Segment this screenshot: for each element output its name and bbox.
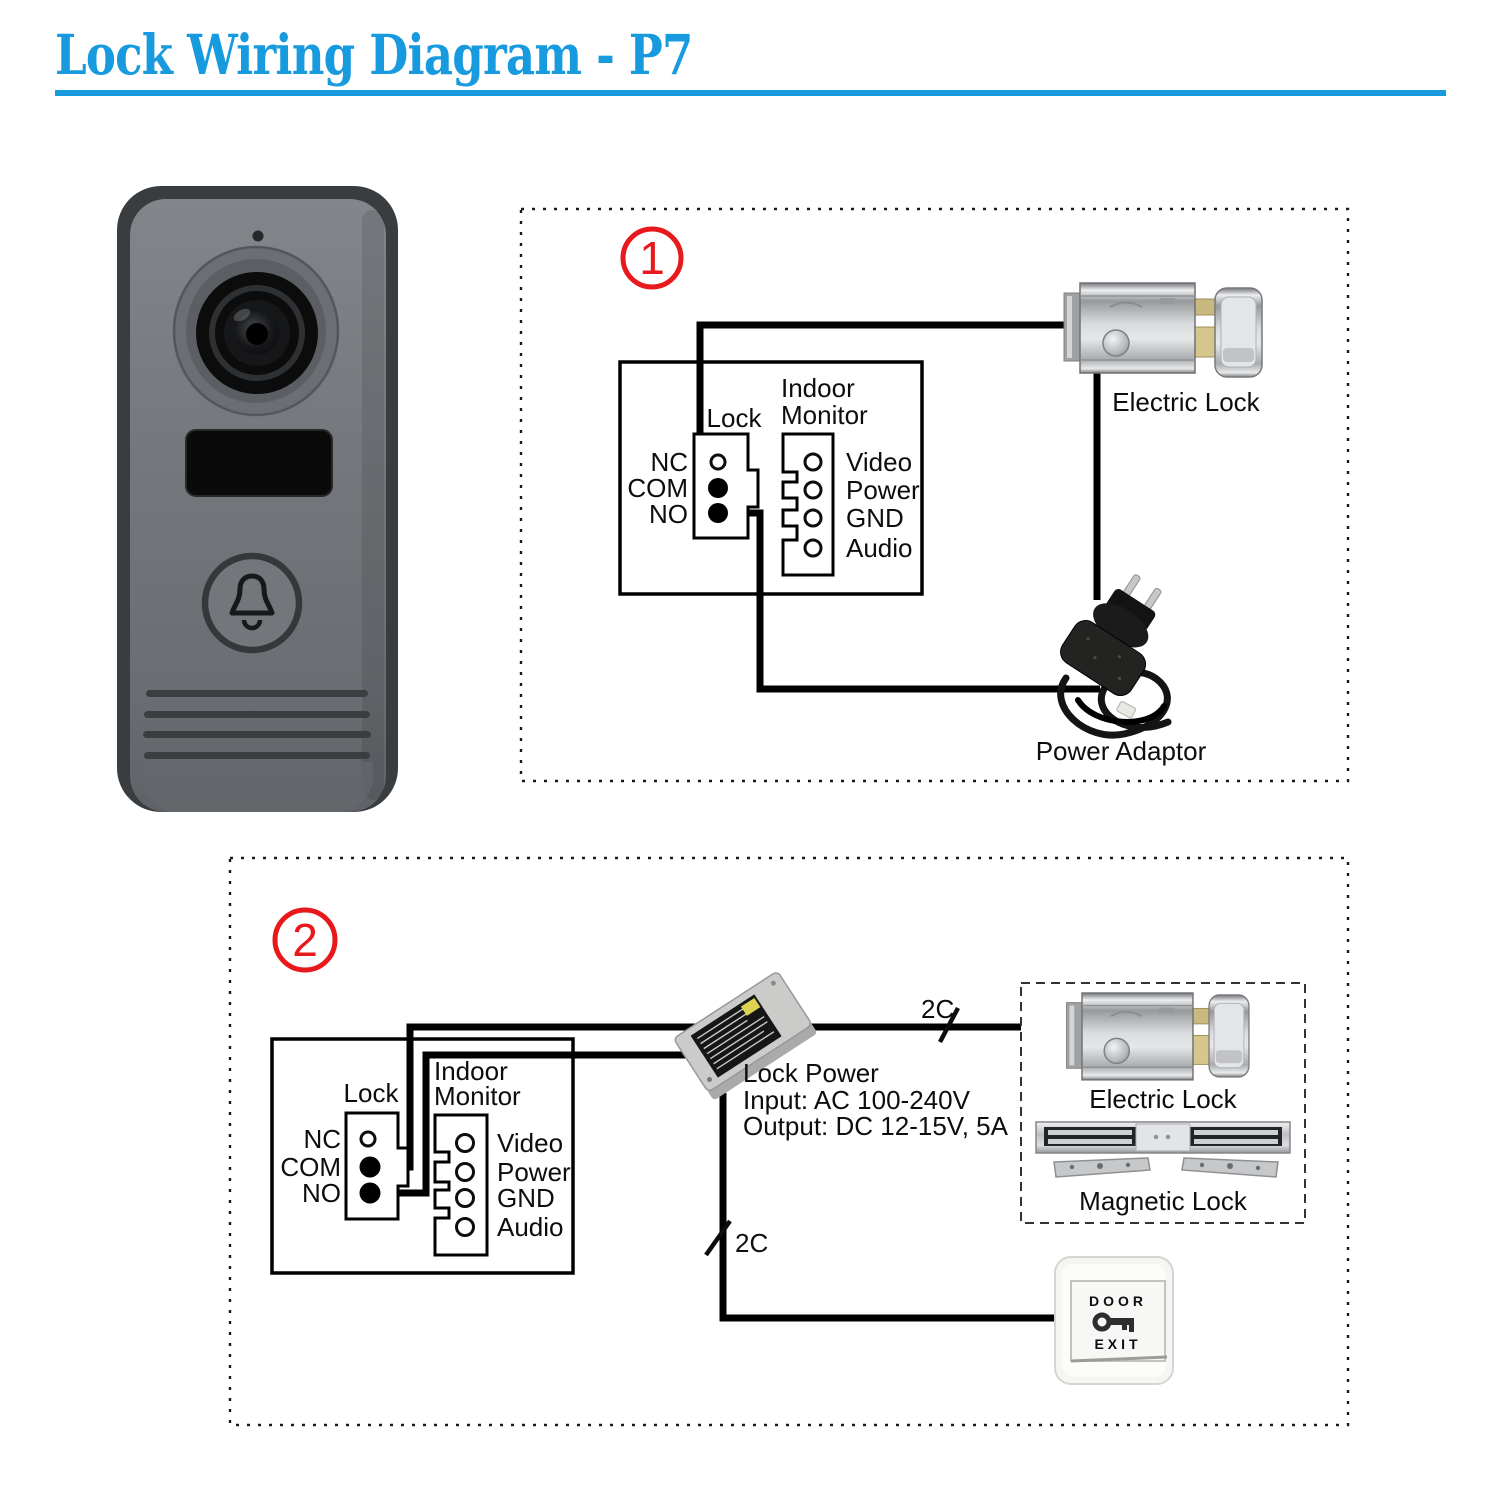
diagram1-monitor-box: [618, 360, 924, 596]
microphone-hole: [252, 230, 264, 242]
electric-lock-image-2: [1065, 992, 1250, 1081]
speaker-grille: [143, 690, 371, 759]
diagram1-dashed-border: [519, 207, 1350, 783]
title-underline: [55, 90, 1446, 96]
diagram1-number-badge: [620, 226, 684, 290]
pin-label-nc: NC: [650, 447, 688, 477]
magnetic-lock-image: [1035, 1121, 1291, 1178]
pin-video-2: [455, 1133, 475, 1153]
wire-slash-top: [938, 1006, 960, 1044]
diagram2-dashed-border: [228, 856, 1350, 1427]
ir-window: [185, 429, 333, 497]
diagram2-number: 2: [292, 914, 318, 966]
pin-label-com: COM: [627, 473, 688, 503]
electric-lock-label: Electric Lock: [1112, 387, 1260, 417]
pin-audio-2: [455, 1217, 475, 1237]
diagram2-number-badge: [272, 907, 338, 973]
diagram1-number: 1: [639, 232, 665, 284]
door-exit-label-door: DOOR: [1089, 1293, 1147, 1309]
indoor-monitor-label2-2: Monitor: [434, 1081, 521, 1111]
pin-no: [708, 503, 728, 523]
pin-label-video-2: Video: [497, 1128, 563, 1158]
camera-lens: [172, 245, 340, 417]
pin-gnd: [803, 508, 823, 528]
monitor-connector: [781, 432, 835, 577]
pin-nc-2: [359, 1130, 377, 1148]
diagram2-monitor-box: [270, 1037, 575, 1275]
indoor-monitor-label-2: Monitor: [781, 400, 868, 430]
wire-lockpower-to-exit: [719, 1093, 1056, 1322]
pin-no-2: [359, 1182, 381, 1204]
wire-slash-bottom: [704, 1219, 732, 1257]
power-adaptor-image: [1057, 574, 1172, 739]
key-icon: [1092, 1312, 1134, 1332]
pin-label-no: NO: [649, 499, 688, 529]
diagram-2: 2 2C 2C Lock Indoor Monitor NC COM NO: [228, 856, 1350, 1427]
pin-video: [803, 452, 823, 472]
pin-com-2: [359, 1156, 381, 1178]
pin-gnd-2: [455, 1188, 475, 1208]
pin-label-gnd-2: GND: [497, 1183, 555, 1213]
pin-audio: [803, 538, 823, 558]
lock-connector-label-2: Lock: [344, 1078, 400, 1108]
lock-power-label-2: Input: AC 100-240V: [743, 1085, 971, 1115]
lock-connector-label: Lock: [707, 403, 763, 433]
electric-lock-image: [1063, 282, 1263, 378]
lock-power-label-1: Lock Power: [743, 1058, 879, 1088]
pin-label-gnd: GND: [846, 503, 904, 533]
pin-label-audio-2: Audio: [497, 1212, 564, 1242]
bell-button: [201, 552, 303, 654]
lock-power-psu-image: [674, 972, 817, 1100]
door-exit-label-exit: EXIT: [1094, 1336, 1141, 1352]
indoor-monitor-label-1: Indoor: [781, 373, 855, 403]
lock-power-label-3: Output: DC 12-15V, 5A: [743, 1111, 1009, 1141]
pin-label-video: Video: [846, 447, 912, 477]
pin-label-no-2: NO: [302, 1178, 341, 1208]
magnetic-lock-label: Magnetic Lock: [1079, 1186, 1248, 1216]
monitor-connector-2: [433, 1113, 489, 1257]
pin-nc: [709, 453, 727, 471]
pin-power: [803, 480, 823, 500]
page-title: Lock Wiring Diagram - P7: [55, 22, 693, 87]
pin-label-power: Power: [846, 475, 920, 505]
pin-label-com-2: COM: [280, 1152, 341, 1182]
pin-label-audio: Audio: [846, 533, 913, 563]
diagram-1: 1 Lock Indoor Monitor NC COM NO Vid: [519, 207, 1350, 783]
indoor-monitor-label2-1: Indoor: [434, 1056, 508, 1086]
pin-label-nc-2: NC: [303, 1124, 341, 1154]
locks-dashed-box: [1020, 982, 1306, 1224]
wire-label-2c-bottom: 2C: [735, 1228, 768, 1258]
door-exit-button-image: DOOR EXIT: [1054, 1256, 1174, 1385]
wire-label-2c-top: 2C: [921, 994, 954, 1024]
power-adaptor-label: Power Adaptor: [1036, 736, 1207, 766]
bell-icon: [229, 573, 275, 616]
pin-label-power-2: Power: [497, 1157, 571, 1187]
doorbell-device: [117, 186, 398, 813]
electric-lock-label-2: Electric Lock: [1089, 1084, 1237, 1114]
pin-power-2: [455, 1162, 475, 1182]
pin-com: [708, 478, 728, 498]
